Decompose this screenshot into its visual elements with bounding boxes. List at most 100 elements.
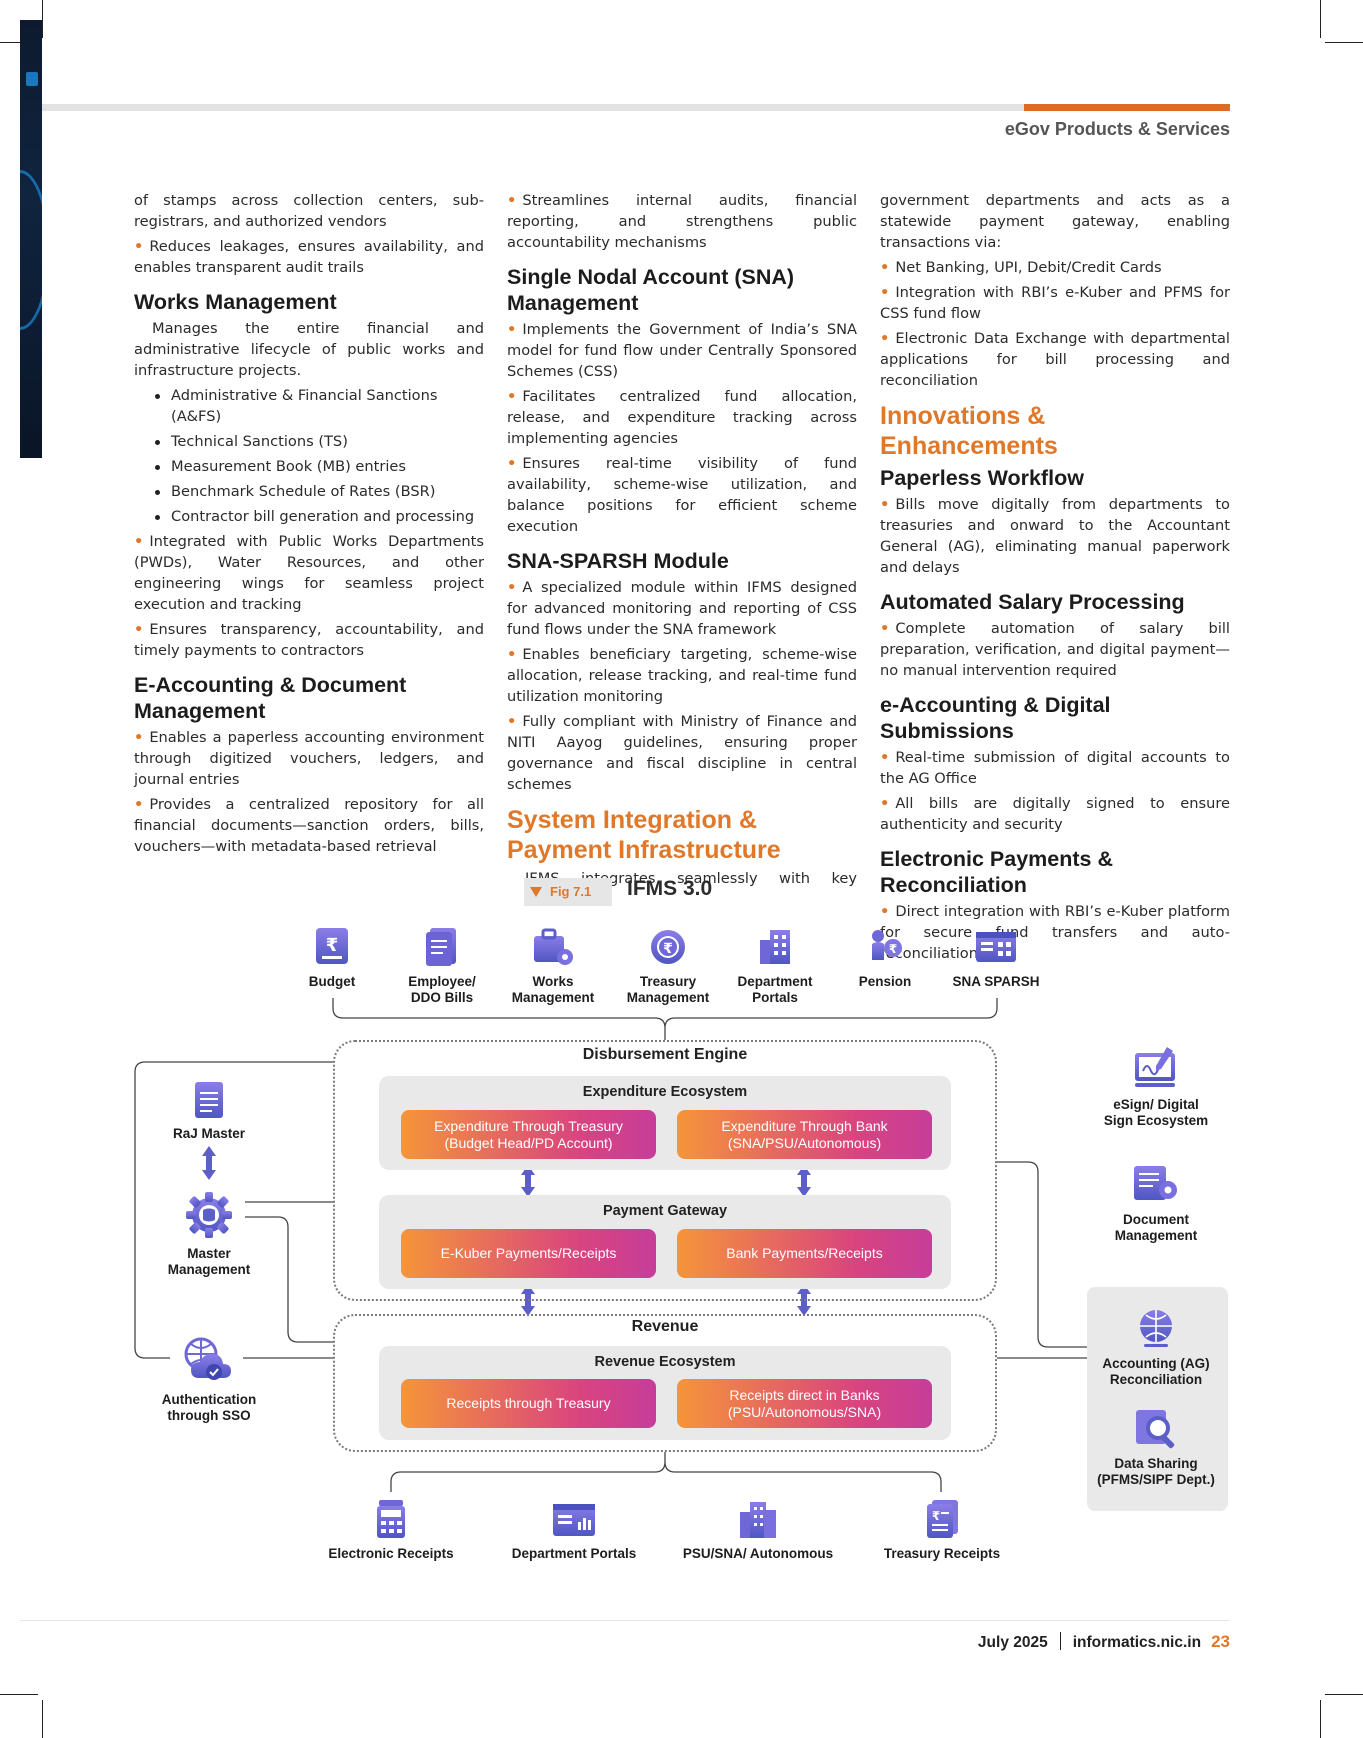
node-raj-master: RaJ Master bbox=[149, 1080, 269, 1142]
bullet: •Enables a paperless accounting environm… bbox=[134, 729, 484, 788]
list-item: Administrative & Financial Sanctions (A&… bbox=[152, 385, 484, 427]
crop-mark bbox=[1325, 1694, 1363, 1695]
heading-sna-sparsh: SNA-SPARSH Module bbox=[507, 549, 729, 573]
svg-text:₹: ₹ bbox=[326, 935, 339, 956]
receipts-icon: ₹ bbox=[927, 1500, 958, 1538]
node-department-portals-bottom: Department Portals bbox=[494, 1498, 654, 1562]
disbursement-title: Disbursement Engine bbox=[582, 1046, 748, 1063]
node-sna-sparsh: SNA SPARSH bbox=[936, 926, 1056, 990]
section-title: eGov Products & Services bbox=[1004, 119, 1230, 139]
page-number: 23 bbox=[1211, 1632, 1230, 1651]
bullet: •Ensures transparency, accountability, a… bbox=[134, 621, 484, 659]
node-pension: ₹ Pension bbox=[825, 926, 945, 990]
node-master-management: Master Management bbox=[149, 1190, 269, 1278]
crop-mark bbox=[0, 1694, 38, 1695]
rec-treasury-box: Receipts through Treasury bbox=[401, 1379, 656, 1428]
node-esign: eSign/ Digital Sign Ecosystem bbox=[1096, 1043, 1216, 1129]
crop-mark bbox=[1320, 0, 1321, 38]
heading-e-accounting-digital: e-Accounting & Digital Submissions bbox=[880, 693, 1111, 743]
works-icon bbox=[534, 928, 573, 965]
document-icon bbox=[195, 1082, 223, 1118]
column-1: of stamps across collection centers, sub… bbox=[134, 190, 484, 861]
footer-date: July 2025 bbox=[977, 1634, 1048, 1651]
cloud-globe-icon bbox=[184, 1337, 231, 1380]
node-budget: ₹ Budget bbox=[272, 926, 392, 990]
list-item: Benchmark Schedule of Rates (BSR) bbox=[152, 481, 484, 502]
crop-mark bbox=[0, 42, 38, 43]
heading-paperless: Paperless Workflow bbox=[880, 466, 1084, 490]
portal-icon bbox=[553, 1504, 595, 1536]
revenue-title: Revenue bbox=[631, 1318, 699, 1335]
bullet: •Integration with RBI’s e-Kuber and PFMS… bbox=[880, 284, 1230, 322]
heading-e-accounting: E-Accounting & Document Management bbox=[134, 673, 407, 723]
crop-mark bbox=[42, 0, 43, 38]
node-data-sharing: Data Sharing (PFMS/SIPF Dept.) bbox=[1096, 1406, 1216, 1488]
building-icon bbox=[760, 930, 790, 964]
heading-innovations: Innovations & Enhancements bbox=[880, 402, 1058, 460]
exp-treasury-box: Expenditure Through Treasury (Budget Hea… bbox=[401, 1110, 656, 1159]
exp-bank-box: Expenditure Through Bank (SNA/PSU/Autono… bbox=[677, 1110, 932, 1159]
list-item: Technical Sanctions (TS) bbox=[152, 431, 484, 452]
heading-sna: Single Nodal Account (SNA) Management bbox=[507, 265, 795, 315]
bullet: •Real-time submission of digital account… bbox=[880, 749, 1230, 787]
bank-payments-box: Bank Payments/Receipts bbox=[677, 1229, 932, 1278]
bullet: •Fully compliant with Ministry of Financ… bbox=[507, 713, 857, 793]
bullet: •Facilitates centralized fund allocation… bbox=[507, 388, 857, 447]
bullet: •Streamlines internal audits, financial … bbox=[507, 192, 857, 251]
expenditure-ecosystem-title: Expenditure Ecosystem bbox=[582, 1084, 748, 1100]
dashboard-icon bbox=[976, 932, 1016, 962]
list-item: Contractor bill generation and processin… bbox=[152, 506, 484, 527]
column-2: •Streamlines internal audits, financial … bbox=[507, 190, 857, 893]
bullet: •Complete automation of salary bill prep… bbox=[880, 620, 1230, 679]
node-treasury-management: ₹ Treasury Management bbox=[608, 926, 728, 1006]
globe-icon bbox=[1140, 1310, 1172, 1347]
ekuber-box: E-Kuber Payments/Receipts bbox=[401, 1229, 656, 1278]
bullet: •Enables beneficiary targeting, scheme-w… bbox=[507, 646, 857, 705]
bullet: •A specialized module within IFMS design… bbox=[507, 579, 857, 638]
figure-tag: Fig 7.1 bbox=[524, 878, 612, 906]
node-authentication-sso: Authentication through SSO bbox=[149, 1334, 269, 1424]
paragraph: of stamps across collection centers, sub… bbox=[134, 192, 484, 230]
heading-works-management: Works Management bbox=[134, 290, 337, 314]
document-gear-icon bbox=[1134, 1166, 1177, 1200]
heading-electronic-payments: Electronic Payments & Reconciliation bbox=[880, 847, 1114, 897]
node-electronic-receipts: Electronic Receipts bbox=[311, 1498, 471, 1562]
svg-text:₹: ₹ bbox=[663, 941, 673, 957]
node-works-management: Works Management bbox=[493, 926, 613, 1006]
rec-banks-box: Receipts direct in Banks (PSU/Autonomous… bbox=[677, 1379, 932, 1428]
bullet: •All bills are digitally signed to ensur… bbox=[880, 795, 1230, 833]
header-rule bbox=[42, 104, 1229, 111]
list-item: Measurement Book (MB) entries bbox=[152, 456, 484, 477]
disbursement-engine: Disbursement Engine bbox=[333, 1040, 997, 1301]
gear-database-icon bbox=[186, 1192, 232, 1238]
bullet: •Integrated with Public Works Department… bbox=[134, 533, 484, 613]
footer: July 2025 informatics.nic.in 23 bbox=[978, 1632, 1230, 1652]
bullet: •Ensures real-time visibility of fund av… bbox=[507, 455, 857, 535]
decorative-side-image bbox=[20, 20, 42, 458]
bullet: •Electronic Data Exchange with departmen… bbox=[880, 330, 1230, 389]
figure-title: IFMS 3.0 bbox=[627, 877, 713, 900]
esign-icon bbox=[1135, 1047, 1175, 1087]
bullet: •Reduces leakages, ensures availability,… bbox=[134, 238, 484, 276]
budget-icon: ₹ bbox=[316, 928, 348, 964]
svg-text:₹: ₹ bbox=[889, 942, 897, 956]
treasury-icon: ₹ bbox=[651, 930, 685, 964]
node-employee-bills: Employee/ DDO Bills bbox=[382, 926, 502, 1006]
footer-site: informatics.nic.in bbox=[1072, 1634, 1202, 1651]
payment-gateway-title: Payment Gateway bbox=[602, 1203, 728, 1219]
bullet: •Implements the Government of India’s SN… bbox=[507, 321, 857, 380]
crop-mark bbox=[1325, 42, 1363, 43]
bullet: •Bills move digitally from departments t… bbox=[880, 496, 1230, 576]
bullet: •Provides a centralized repository for a… bbox=[134, 796, 484, 855]
heading-system-integration: System Integration & Payment Infrastruct… bbox=[507, 806, 781, 864]
paragraph: Manages the entire financial and adminis… bbox=[134, 320, 484, 379]
calculator-icon bbox=[377, 1500, 405, 1538]
heading-salary: Automated Salary Processing bbox=[880, 590, 1185, 614]
crop-mark bbox=[42, 1700, 43, 1738]
bullet: •Net Banking, UPI, Debit/Credit Cards bbox=[880, 259, 1162, 276]
node-document-management: Document Management bbox=[1096, 1162, 1216, 1244]
buildings-icon bbox=[740, 1502, 776, 1538]
bullet: •Direct integration with RBI’s e-Kuber p… bbox=[880, 903, 1230, 962]
footer-rule bbox=[20, 1620, 1229, 1621]
